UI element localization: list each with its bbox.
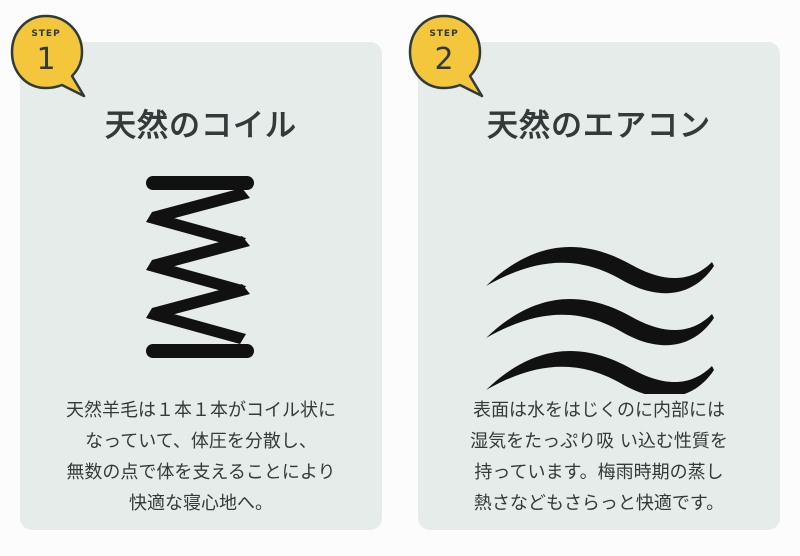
air-waves-icon [480, 204, 720, 398]
description-line: なっていて、体圧を分散し、 [85, 431, 317, 452]
step-badge: STEP 2 [408, 14, 486, 100]
description-line: 熱さなどもさらっと快適です。 [473, 493, 725, 514]
description-line: 湿気をたっぷり吸 い込む性質を [470, 431, 728, 452]
step-number: 1 [36, 42, 56, 77]
step-label: STEP [31, 29, 61, 39]
step-label: STEP [429, 29, 459, 39]
card-description: 天然羊毛は１本１本がコイル状に なっていて、体圧を分散し、 無数の点で体を支える… [20, 395, 382, 519]
step-2-card: 天然のエアコン 表面は水をはじくのに内部には 湿気をたっぷり吸 い込む性質を 持… [418, 42, 780, 530]
card-description: 表面は水をはじくのに内部には 湿気をたっぷり吸 い込む性質を 持っています。梅雨… [418, 395, 780, 519]
step-1-card: 天然のコイル 天然羊毛は１本１本がコイル状に なっていて、体圧を分散し、 無 [20, 42, 382, 530]
card-title: 天然のエアコン [487, 108, 711, 144]
description-line: 快適な寝心地へ。 [129, 493, 273, 514]
description-line: 持っています。梅雨時期の蒸し [474, 462, 724, 483]
coil-spring-icon [144, 176, 256, 370]
step-number: 2 [434, 42, 454, 77]
description-line: 無数の点で体を支えることにより [66, 462, 336, 483]
card-title: 天然のコイル [105, 108, 297, 144]
description-line: 表面は水をはじくのに内部には [473, 400, 725, 421]
step-badge: STEP 1 [10, 14, 88, 100]
description-line: 天然羊毛は１本１本がコイル状に [66, 400, 336, 421]
